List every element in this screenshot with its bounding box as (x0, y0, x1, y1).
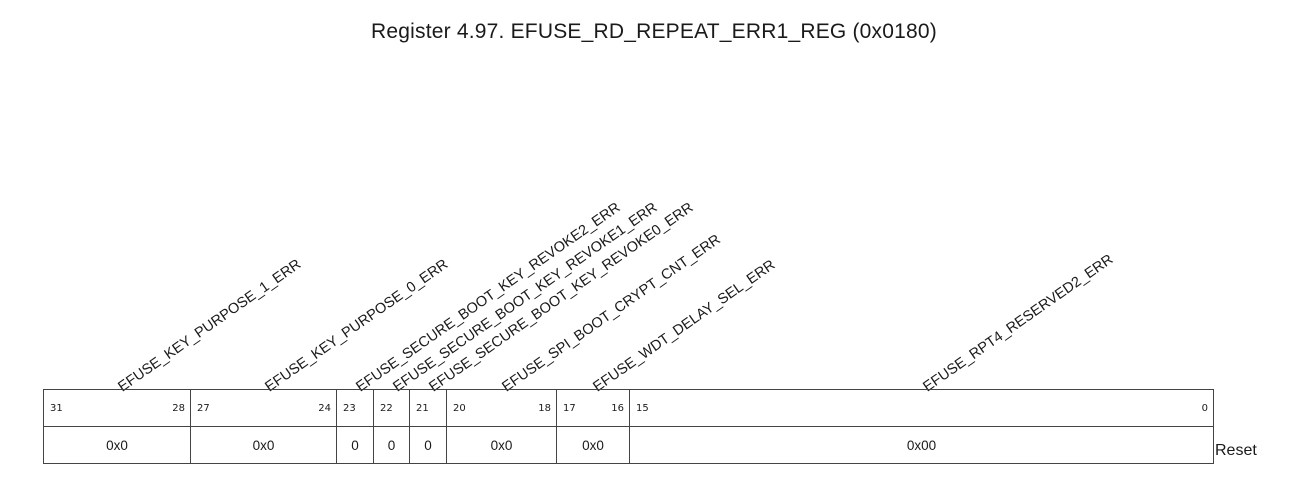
register-title: Register 4.97. EFUSE_RD_REPEAT_ERR1_REG … (371, 20, 937, 43)
reset-value-cell: 0x00 (629, 426, 1214, 464)
bit-lo: 0 (1201, 402, 1208, 414)
bit-lo: 28 (172, 402, 185, 414)
bit-hi: 23 (343, 402, 356, 414)
bit-range-cell: 22 (373, 389, 410, 427)
bit-hi: 20 (453, 402, 466, 414)
reset-value-cell: 0 (336, 426, 374, 464)
bit-hi: 27 (197, 402, 210, 414)
field-label-rpt4-reserved2: EFUSE_RPT4_RESERVED2_ERR (920, 251, 1117, 396)
reset-value-cell: 0x0 (556, 426, 630, 464)
reset-value-row: 0x0 0x0 0 0 0 0x0 0x0 0x00 (43, 426, 1214, 464)
reset-value-cell: 0x0 (190, 426, 337, 464)
bit-range-cell: 21 (409, 389, 447, 427)
reset-label: Reset (1215, 442, 1257, 459)
bit-lo: 24 (318, 402, 331, 414)
reset-value-cell: 0 (409, 426, 447, 464)
bit-hi: 15 (636, 402, 649, 414)
bit-range-cell: 23 (336, 389, 374, 427)
bit-hi: 22 (380, 402, 393, 414)
bit-lo: 16 (611, 402, 624, 414)
bit-hi: 21 (416, 402, 429, 414)
bit-hi: 17 (563, 402, 576, 414)
bit-range-cell: 27 24 (190, 389, 337, 427)
bit-lo: 18 (538, 402, 551, 414)
reset-value-cell: 0x0 (446, 426, 557, 464)
field-label-secure-boot-key-revoke0: EFUSE_SECURE_BOOT_KEY_REVOKE0_ERR (426, 199, 697, 396)
field-label-wdt-delay-sel: EFUSE_WDT_DELAY_SEL_ERR (590, 257, 779, 396)
bit-hi: 31 (50, 402, 63, 414)
bit-range-cell: 31 28 (43, 389, 191, 427)
bit-range-cell: 15 0 (629, 389, 1214, 427)
reset-value-cell: 0x0 (43, 426, 191, 464)
reset-value-cell: 0 (373, 426, 410, 464)
